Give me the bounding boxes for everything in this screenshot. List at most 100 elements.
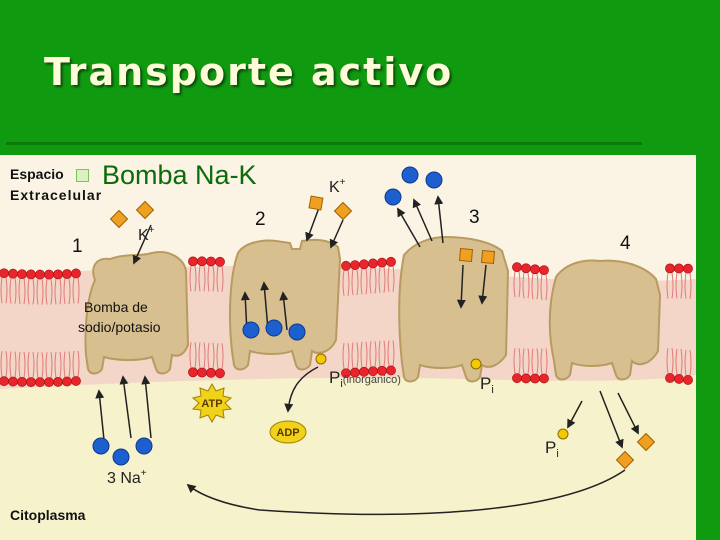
- arrow-na-in-2: [119, 375, 132, 439]
- lipid-tail: [522, 272, 530, 299]
- potassium-label-1: K+: [138, 225, 155, 244]
- lipid-tail: [189, 342, 197, 369]
- lipid-tail: [666, 272, 674, 299]
- lipid-tail: [0, 351, 8, 378]
- arrow-up-3: [279, 291, 289, 331]
- arrow-k-down-3: [329, 219, 344, 249]
- lipid-tail: [63, 277, 71, 305]
- bullet-square-icon: [76, 169, 89, 182]
- lipid-head: [197, 367, 207, 378]
- adp-label: ADP: [276, 427, 299, 439]
- sodium-label: 3 Na+: [107, 468, 147, 487]
- lipid-head: [368, 258, 378, 269]
- lipid-head: [386, 365, 396, 376]
- lipid-tail: [198, 342, 206, 369]
- potassium-ions: [109, 195, 656, 470]
- arrow-up-2: [260, 281, 270, 331]
- lipid-tail: [18, 278, 26, 305]
- phosphate-label-2: Pi: [480, 374, 494, 396]
- lipid-tail: [54, 351, 62, 378]
- lipid-head: [512, 262, 522, 273]
- lipid-head: [521, 263, 531, 274]
- lipid-head: [35, 269, 45, 280]
- arrow-na-out-2: [412, 198, 433, 242]
- phosphate-label-3: Pi: [545, 438, 559, 460]
- lipid-tail: [378, 266, 386, 293]
- lipid-head: [53, 377, 63, 387]
- potassium-ion: [636, 432, 656, 452]
- step-1-label: 1: [72, 236, 83, 257]
- sodium-ions: [92, 166, 443, 466]
- lipid-tail: [360, 268, 368, 295]
- cytoplasm-label: Citoplasma: [10, 507, 86, 523]
- step-4-label: 4: [620, 233, 631, 254]
- lipid-tail: [207, 342, 215, 369]
- lipid-head: [17, 376, 27, 387]
- potassium-ion: [458, 247, 474, 263]
- lipid-tail: [342, 269, 350, 296]
- lipid-head: [665, 373, 675, 383]
- bullet-text: Bomba Na-K: [102, 160, 257, 190]
- arrow-na-in-3: [141, 375, 152, 439]
- lipid-head: [8, 376, 18, 387]
- lipid-head: [35, 377, 45, 388]
- lipid-tail: [531, 348, 539, 375]
- lipid-tail: [540, 274, 548, 301]
- lipid-head: [71, 376, 81, 386]
- lipid-tail: [387, 265, 395, 292]
- lipid-head: [197, 256, 207, 267]
- lipid-head: [53, 269, 63, 280]
- lipid-tail: [18, 351, 26, 378]
- lipid-tail: [342, 343, 350, 370]
- bullet-row: Bomba Na-K: [76, 160, 257, 191]
- lipid-tail: [351, 269, 359, 296]
- lipid-tail: [666, 347, 674, 375]
- sodium-ion: [135, 437, 153, 455]
- arrow-k-in-1: [456, 264, 466, 309]
- lipid-head: [44, 269, 54, 280]
- lipid-tail: [45, 278, 53, 305]
- lipid-head: [521, 373, 531, 384]
- lipid-head: [188, 367, 198, 378]
- phosphate-label-main: Pi(inorgánico): [329, 368, 401, 390]
- lipid-head: [206, 367, 216, 378]
- membrane-lipid-heads-outer: [0, 256, 693, 280]
- lipid-head: [674, 263, 684, 274]
- potassium-ion: [109, 209, 129, 229]
- potassium-ion: [480, 249, 496, 265]
- lipid-tail: [27, 352, 35, 379]
- arrow-pi-release: [567, 400, 583, 429]
- lipid-head: [215, 368, 225, 379]
- lipid-head: [683, 375, 693, 385]
- lipid-tail: [369, 267, 377, 294]
- sodium-ion: [384, 188, 402, 206]
- lipid-tail: [36, 278, 44, 305]
- pump-label-line2: sodio/potasio: [78, 319, 161, 335]
- arrow-pi-to-adp: [284, 366, 319, 413]
- membrane-lipid-tails-inner: [0, 340, 692, 379]
- lipid-tail: [198, 265, 206, 292]
- transport-arrows: [95, 195, 639, 516]
- lipid-head: [359, 259, 369, 270]
- lipid-head: [17, 269, 27, 279]
- phosphate-group: [315, 353, 327, 365]
- sodium-ion: [242, 321, 260, 339]
- potassium-ion: [615, 450, 635, 470]
- sodium-potassium-pump-diagram: Espacio Extracelular Citoplasma 1 2 3 4 …: [0, 155, 696, 540]
- pump-label-line1: Bomba de: [84, 299, 148, 315]
- pump-protein-1: [84, 251, 190, 375]
- arrow-k-down-2: [305, 204, 321, 242]
- extracellular-label-line2: Extracelular: [10, 187, 102, 203]
- lipid-tail: [207, 265, 215, 292]
- lipid-head: [62, 269, 72, 279]
- sodium-ion: [401, 166, 419, 184]
- lipid-tail: [360, 341, 368, 368]
- sodium-ion: [425, 171, 443, 189]
- lipid-tail: [45, 352, 53, 379]
- lipid-tail: [540, 348, 548, 375]
- lipid-head: [44, 377, 54, 388]
- lipid-tail: [27, 278, 35, 305]
- lipid-tail: [216, 343, 224, 370]
- pump-protein-3: [398, 235, 510, 383]
